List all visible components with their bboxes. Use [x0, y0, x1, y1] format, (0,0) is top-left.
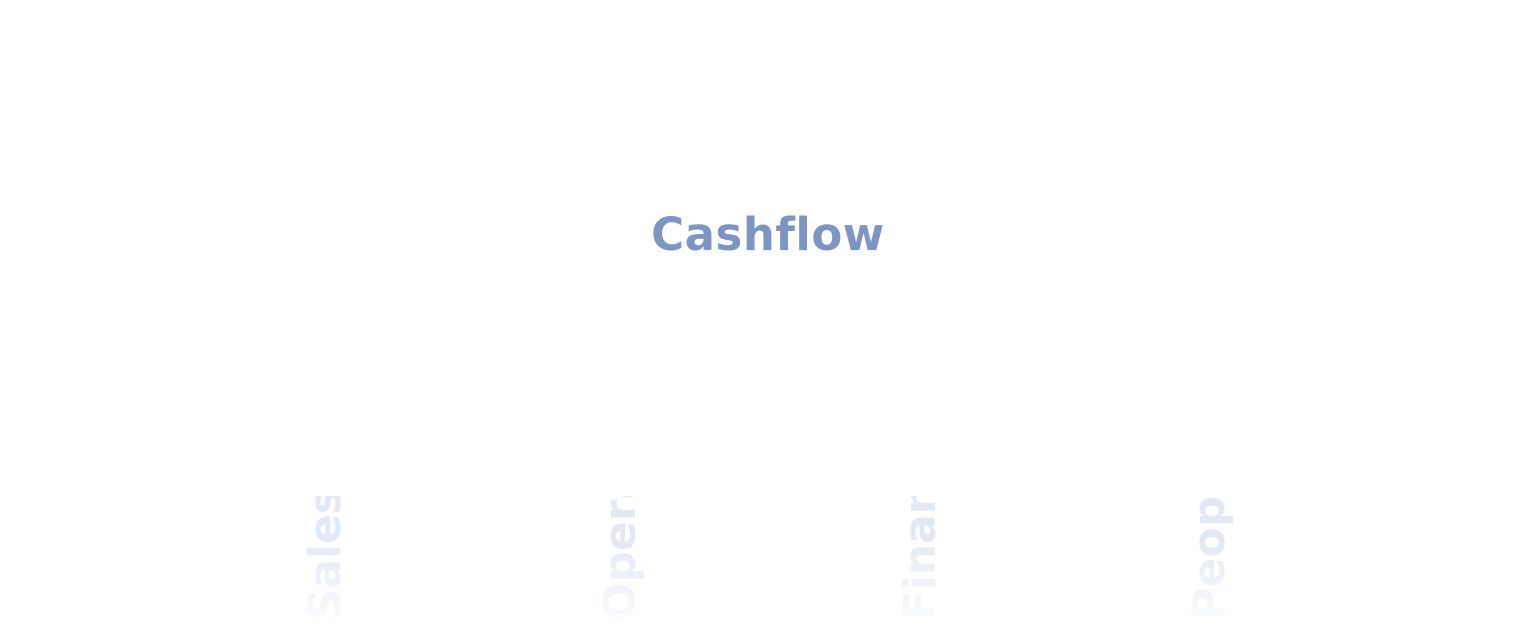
category-finance: Finance [891, 496, 951, 624]
category-label: Sales [300, 496, 351, 620]
category-label: Finance [895, 496, 946, 620]
page-title: Cashflow [651, 208, 885, 261]
category-people: People [1180, 496, 1240, 624]
category-sales: Sales [296, 496, 356, 624]
category-label: Operations [595, 496, 646, 620]
category-label: People [1184, 496, 1235, 620]
category-operations: Operations [591, 496, 651, 624]
